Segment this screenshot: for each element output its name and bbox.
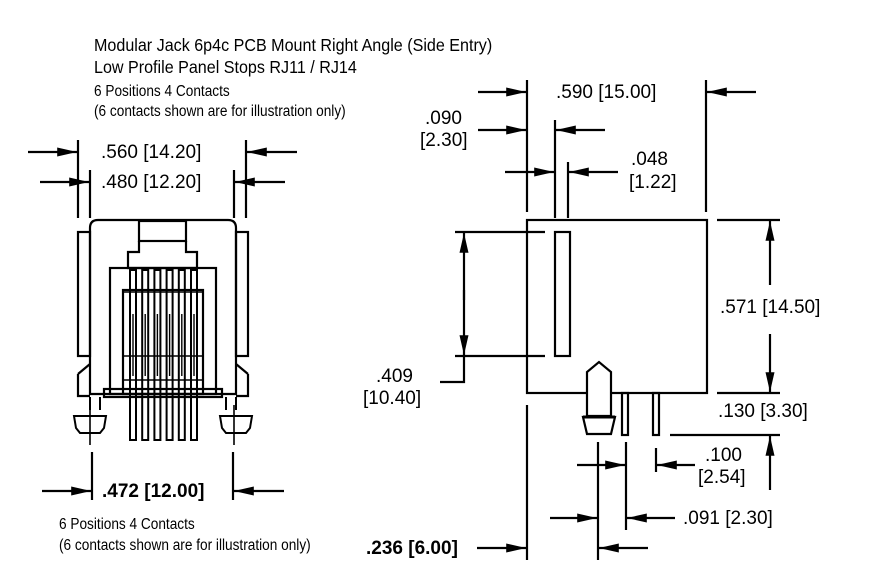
dim-peg-spacing-lines xyxy=(42,452,284,500)
title-line-1: Modular Jack 6p4c PCB Mount Right Angle … xyxy=(94,35,493,55)
pin-2-side xyxy=(651,391,661,437)
peg-side-tip xyxy=(581,415,617,436)
title-line-2: Low Profile Panel Stops RJ11 / RJ14 xyxy=(94,57,357,77)
dim-pin-pitch-mm: [2.54] xyxy=(698,467,746,488)
peg-right-stem xyxy=(225,397,237,410)
dim-pin-pitch-in: .100 xyxy=(705,445,742,466)
contact-2 xyxy=(141,269,150,441)
dim-stop-offset-mm: [2.30] xyxy=(420,130,468,151)
panel-stop-left xyxy=(76,230,92,358)
front-view xyxy=(28,140,297,399)
contact-5 xyxy=(177,269,186,441)
front-note-line-2: (6 contacts shown are for illustration o… xyxy=(59,537,311,554)
peg-side xyxy=(585,360,613,418)
left-foot xyxy=(76,363,91,398)
dim-peg-spacing: .472 [12.00] xyxy=(102,481,205,502)
peg-right xyxy=(218,415,254,434)
dim-depth: .590 [15.00] xyxy=(556,82,657,103)
pegs xyxy=(72,397,254,445)
base-strip xyxy=(102,387,224,399)
right-foot xyxy=(235,363,250,398)
pin-1-side xyxy=(620,391,630,437)
contact-1 xyxy=(129,269,137,441)
panel-stop-side xyxy=(553,230,572,358)
dim-face-to-peg: .236 [6.00] xyxy=(366,538,458,559)
contact-6 xyxy=(190,269,198,441)
jack-body xyxy=(88,218,238,396)
side-view xyxy=(440,80,780,560)
note-line-1: 6 Positions 4 Contacts xyxy=(94,83,230,100)
latch-key xyxy=(137,219,188,243)
plug-opening xyxy=(108,266,218,396)
contact-block xyxy=(121,288,205,396)
jack-body-side xyxy=(525,218,709,395)
dim-peg-to-pin: .091 [2.30] xyxy=(683,508,773,529)
latch-slot xyxy=(126,241,199,270)
dim-pin-length: .130 [3.30] xyxy=(718,401,808,422)
contacts-group xyxy=(123,269,203,441)
peg-left-stem xyxy=(89,397,101,410)
dim-overall-width: .560 [14.20] xyxy=(101,142,202,163)
contact-3 xyxy=(153,269,162,441)
dim-stop-height-mm: [10.40] xyxy=(363,388,422,409)
dim-stop-height-in: .409 xyxy=(376,366,413,387)
dim-stop-width-mm: [1.22] xyxy=(629,172,677,193)
contact-4 xyxy=(165,269,174,441)
note-line-2: (6 contacts shown are for illustration o… xyxy=(94,103,346,120)
panel-stop-right xyxy=(234,230,250,358)
dim-stop-offset-in: .090 xyxy=(425,108,462,129)
dim-stop-width-in: .048 xyxy=(631,149,668,170)
dim-height: .571 [14.50] xyxy=(720,297,821,318)
front-note-line-1: 6 Positions 4 Contacts xyxy=(59,516,195,533)
dim-body-width: .480 [12.20] xyxy=(101,172,202,193)
